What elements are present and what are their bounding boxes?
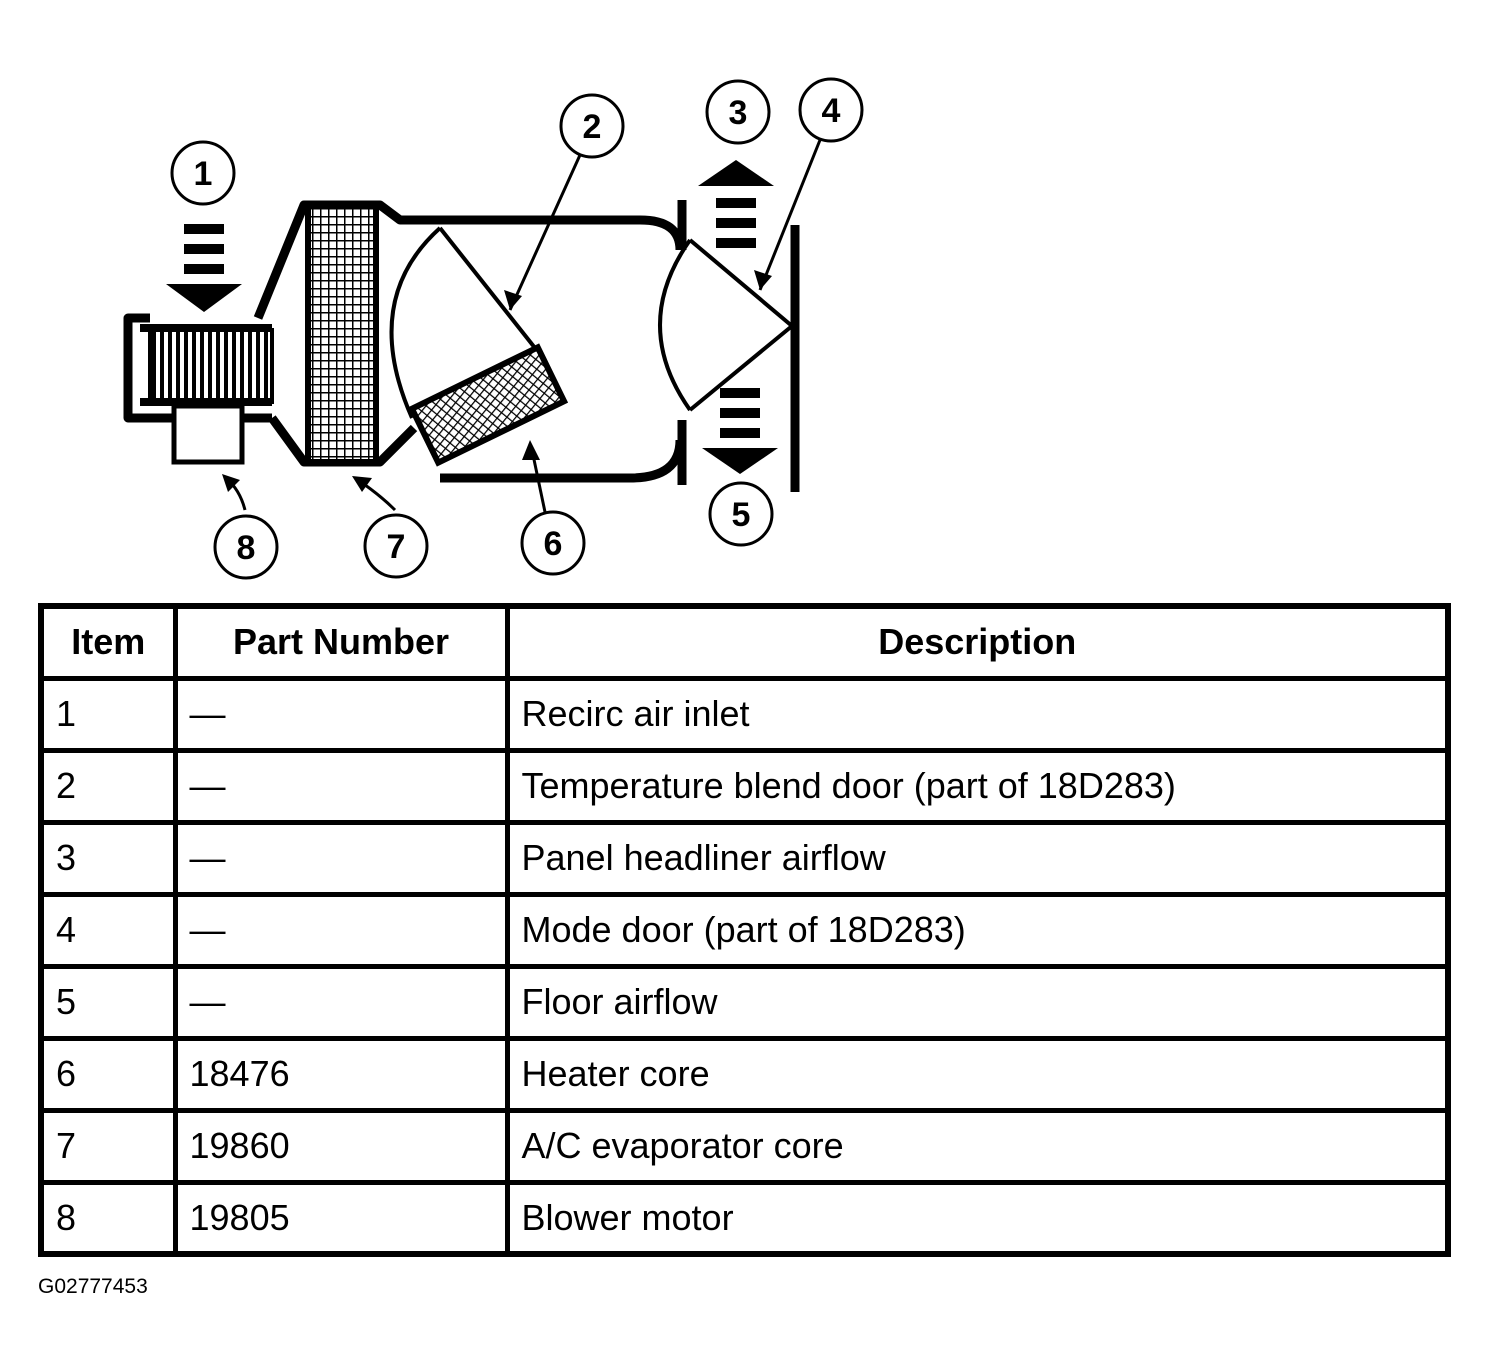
ac-evaporator-core xyxy=(305,202,379,465)
parts-table: Item Part Number Description 1—Recirc ai… xyxy=(38,603,1451,1257)
blower-motor xyxy=(140,324,274,465)
table-row: 1—Recirc air inlet xyxy=(38,675,1451,753)
mode-door xyxy=(658,238,794,412)
cell-description: Mode door (part of 18D283) xyxy=(504,891,1451,969)
callout-2-label: 2 xyxy=(583,108,602,146)
callout-1-label: 1 xyxy=(194,155,213,193)
cell-item: 5 xyxy=(38,963,178,1041)
cell-part-number: 18476 xyxy=(172,1035,510,1113)
cell-part-number: — xyxy=(172,747,510,825)
callout-5-label: 5 xyxy=(732,496,751,534)
header-part-number: Part Number xyxy=(172,603,510,681)
callout-7: 7 xyxy=(363,513,429,579)
leader-arrowheads xyxy=(222,270,772,492)
cell-part-number: — xyxy=(172,819,510,897)
callout-6-label: 6 xyxy=(544,525,563,563)
cell-description: Recirc air inlet xyxy=(504,675,1451,753)
cell-item: 3 xyxy=(38,819,178,897)
table-header-row: Item Part Number Description xyxy=(38,603,1451,681)
callout-4: 4 xyxy=(798,77,864,143)
callout-4-label: 4 xyxy=(822,92,841,130)
cell-description: Heater core xyxy=(504,1035,1451,1113)
leader-lines xyxy=(225,139,822,513)
callout-3-label: 3 xyxy=(729,94,748,132)
callout-5: 5 xyxy=(708,481,774,547)
cell-item: 7 xyxy=(38,1107,178,1185)
callout-8-label: 8 xyxy=(237,529,256,567)
figure-id: G02777453 xyxy=(38,1275,148,1298)
header-description: Description xyxy=(504,603,1451,681)
floor-airflow-arrow xyxy=(702,388,778,474)
cell-item: 4 xyxy=(38,891,178,969)
header-item: Item xyxy=(38,603,178,681)
table-row: 3—Panel headliner airflow xyxy=(38,819,1451,897)
table-row: 5—Floor airflow xyxy=(38,963,1451,1041)
table-row: 4—Mode door (part of 18D283) xyxy=(38,891,1451,969)
cell-description: Floor airflow xyxy=(504,963,1451,1041)
cell-part-number: 19860 xyxy=(172,1107,510,1185)
cell-part-number: — xyxy=(172,963,510,1041)
panel-airflow-arrow xyxy=(698,160,774,248)
callout-6: 6 xyxy=(520,510,586,576)
hvac-airflow-diagram: 1 2 3 4 5 6 7 8 xyxy=(123,77,864,580)
outlet-flanges xyxy=(677,200,800,492)
callout-8: 8 xyxy=(213,514,279,580)
callout-1: 1 xyxy=(170,140,236,206)
cell-part-number: — xyxy=(172,891,510,969)
cell-description: Panel headliner airflow xyxy=(504,819,1451,897)
cell-description: A/C evaporator core xyxy=(504,1107,1451,1185)
callout-2: 2 xyxy=(559,93,625,159)
recirc-inlet-arrow xyxy=(166,224,242,312)
heater-core xyxy=(407,343,569,467)
cell-item: 6 xyxy=(38,1035,178,1113)
cell-description: Temperature blend door (part of 18D283) xyxy=(504,747,1451,825)
temperature-blend-door xyxy=(389,226,537,419)
cell-part-number: — xyxy=(172,675,510,753)
cell-item: 8 xyxy=(38,1179,178,1257)
callout-3: 3 xyxy=(705,79,771,145)
cell-part-number: 19805 xyxy=(172,1179,510,1257)
table-row: 2—Temperature blend door (part of 18D283… xyxy=(38,747,1451,825)
cell-item: 2 xyxy=(38,747,178,825)
cell-description: Blower motor xyxy=(504,1179,1451,1257)
callout-7-label: 7 xyxy=(387,528,406,566)
cell-item: 1 xyxy=(38,675,178,753)
